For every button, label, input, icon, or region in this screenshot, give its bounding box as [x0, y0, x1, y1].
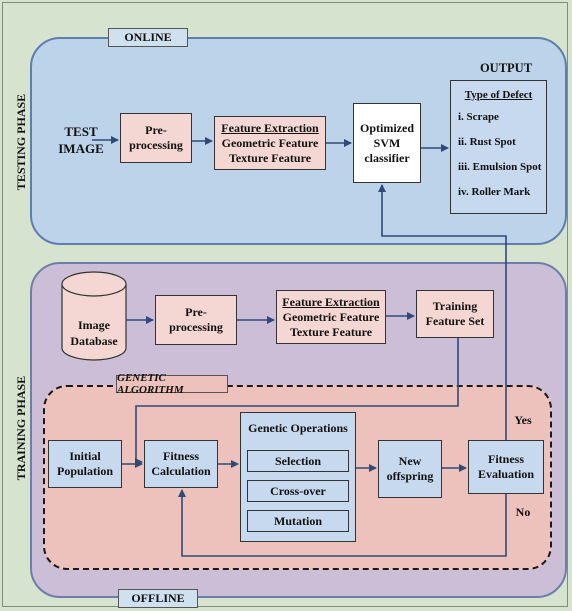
- box-line: New: [398, 454, 422, 468]
- mutation-box: Mutation: [247, 510, 349, 532]
- box-line: Geometric Feature: [221, 135, 319, 150]
- box-line: Fitness: [488, 452, 524, 466]
- test-preprocessing-box: Pre- processing: [120, 113, 192, 163]
- test-image-line: TEST: [64, 124, 98, 139]
- fitness-calculation-box: Fitness Calculation: [144, 440, 218, 488]
- selection-box: Selection: [247, 450, 349, 472]
- fitness-evaluation-box: Fitness Evaluation: [468, 440, 544, 494]
- image-database-cylinder: [61, 271, 127, 361]
- defect-item: iv. Roller Mark: [458, 186, 531, 198]
- box-title: Feature Extraction: [282, 294, 380, 309]
- genetic-operations-box: Genetic Operations Selection Cross-over …: [240, 412, 356, 542]
- genetic-algorithm-label: GENETIC ALGORITHM: [116, 372, 228, 396]
- box-line: SVM: [373, 135, 401, 150]
- db-line: Database: [70, 333, 118, 348]
- genetic-operations-title: Genetic Operations: [248, 421, 348, 435]
- defect-item: i. Scrape: [458, 111, 499, 123]
- box-line: Training: [432, 299, 478, 313]
- box-title: Feature Extraction: [221, 120, 319, 135]
- box-line: processing: [169, 320, 223, 334]
- image-database-label: Image Database: [60, 318, 128, 349]
- crossover-box: Cross-over: [247, 480, 349, 502]
- initial-population-box: Initial Population: [48, 440, 122, 488]
- defect-output-box: Type of Defect i. Scrape ii. Rust Spot i…: [450, 80, 547, 214]
- box-line: Initial: [69, 449, 101, 463]
- box-line: Pre-: [145, 123, 167, 137]
- box-line: Optimized: [360, 120, 414, 135]
- box-line: classifier: [364, 150, 410, 165]
- box-line: Geometric Feature: [282, 309, 380, 324]
- no-label: No: [515, 505, 531, 519]
- box-line: Population: [56, 464, 113, 478]
- defect-item: iii. Emulsion Spot: [458, 161, 542, 173]
- train-feature-extraction-box: Feature Extraction Geometric Feature Tex…: [276, 290, 386, 344]
- box-line: offspring: [386, 469, 434, 483]
- new-offspring-box: New offspring: [378, 440, 442, 498]
- svm-classifier-box: Optimized SVM classifier: [353, 103, 421, 183]
- training-feature-set-box: Training Feature Set: [416, 290, 494, 338]
- testing-phase-label: TESTING PHASE: [14, 93, 28, 191]
- box-line: processing: [129, 138, 183, 152]
- test-image-label: TEST IMAGE: [46, 124, 116, 158]
- online-tag: ONLINE: [108, 28, 188, 47]
- train-preprocessing-box: Pre- processing: [155, 295, 237, 345]
- yes-label: Yes: [514, 413, 532, 427]
- diagram-frame: [2, 2, 568, 607]
- db-line: Image: [78, 318, 110, 332]
- defect-title: Type of Defect: [464, 89, 533, 101]
- offline-tag: OFFLINE: [118, 589, 198, 608]
- training-phase-label: TRAINING PHASE: [14, 375, 28, 481]
- box-line: Calculation: [151, 464, 211, 478]
- box-line: Fitness: [163, 449, 199, 463]
- box-line: Feature Set: [425, 314, 485, 328]
- output-heading: OUTPUT: [479, 61, 533, 75]
- box-line: Texture Feature: [228, 150, 312, 165]
- box-line: Pre-: [185, 305, 207, 319]
- box-line: Evaluation: [477, 467, 534, 481]
- test-feature-extraction-box: Feature Extraction Geometric Feature Tex…: [214, 116, 326, 170]
- box-line: Texture Feature: [289, 324, 373, 339]
- test-image-line: IMAGE: [58, 140, 104, 156]
- defect-item: ii. Rust Spot: [458, 136, 516, 148]
